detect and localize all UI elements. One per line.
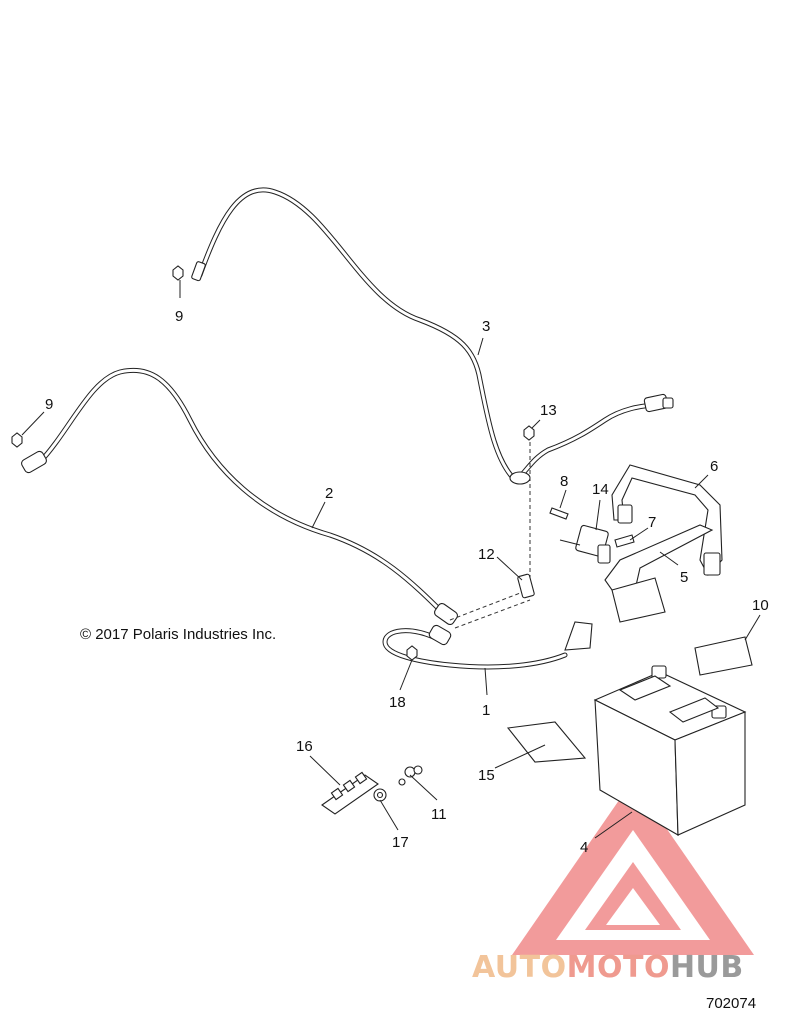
callout-4: 4 <box>580 839 588 856</box>
hold-down-6 <box>611 464 723 576</box>
leader-lines <box>21 280 761 839</box>
callout-15: 15 <box>478 767 495 784</box>
cable-3 <box>191 187 674 485</box>
bolt-8 <box>549 507 569 520</box>
callout-13: 13 <box>540 402 557 419</box>
hardware-11 <box>398 765 423 786</box>
fuse-block-16 <box>321 771 379 815</box>
callout-6: 6 <box>710 458 718 475</box>
callout-17: 17 <box>392 834 409 851</box>
watermark-auto: AUTO <box>472 950 567 985</box>
callout-8: 8 <box>560 473 568 490</box>
cable-1 <box>382 621 593 670</box>
callout-3: 3 <box>482 318 490 335</box>
callout-9-upper: 9 <box>175 308 183 325</box>
callout-2: 2 <box>325 485 333 502</box>
relay-14 <box>559 524 611 564</box>
callout-12: 12 <box>478 546 495 563</box>
callout-1: 1 <box>482 702 490 719</box>
callout-7: 7 <box>648 514 656 531</box>
diagram-number: 702074 <box>706 995 756 1012</box>
bolt-7 <box>614 534 635 548</box>
callout-10: 10 <box>752 597 769 614</box>
decal-15 <box>506 721 587 763</box>
watermark-hub: HUB <box>670 950 744 985</box>
assembly-lines <box>449 435 531 629</box>
fasteners <box>11 265 635 661</box>
nut-9-upper <box>172 265 184 281</box>
callout-14: 14 <box>592 481 609 498</box>
nut-9-left <box>11 432 23 448</box>
callout-18: 18 <box>389 694 406 711</box>
decals <box>506 577 753 763</box>
callout-16: 16 <box>296 738 313 755</box>
watermark-moto: MOTO <box>567 950 670 985</box>
copyright-text: © 2017 Polaris Industries Inc. <box>80 626 276 643</box>
callout-5: 5 <box>680 569 688 586</box>
callout-11: 11 <box>431 806 447 823</box>
callout-numbers: 9 9 3 2 13 8 14 7 6 5 12 10 18 1 16 15 1… <box>45 308 769 856</box>
nut-17 <box>373 788 387 802</box>
cable-2 <box>21 367 459 626</box>
decal-10 <box>694 636 753 676</box>
bracket-5 <box>604 524 714 591</box>
watermark-wordmark: AUTOMOTOHUB <box>472 950 744 985</box>
nut-18 <box>406 645 418 661</box>
clip-12 <box>517 573 535 599</box>
watermark-logo <box>512 780 754 955</box>
battery-4 <box>593 665 747 836</box>
nut-13 <box>523 425 535 441</box>
svg-text:AUTOMOTOHUB: AUTOMOTOHUB <box>472 950 744 985</box>
decal-near-5 <box>611 577 666 623</box>
callout-9-left: 9 <box>45 396 53 413</box>
